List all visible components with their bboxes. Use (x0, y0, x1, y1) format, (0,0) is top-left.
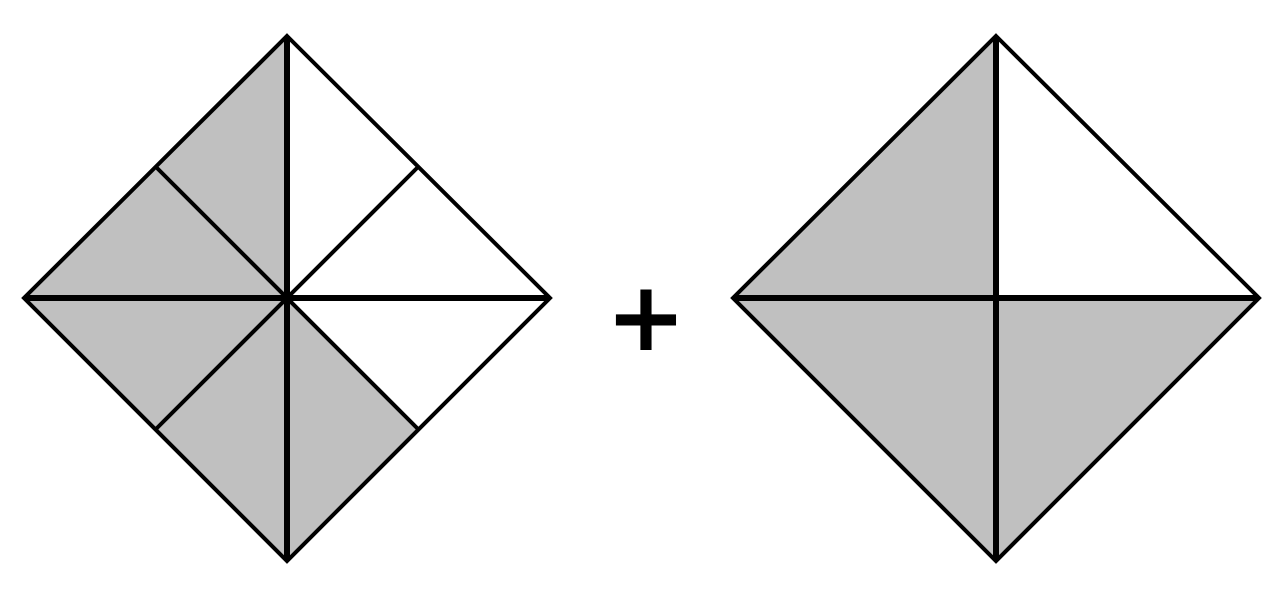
sector-right-bottom (287, 298, 550, 429)
right-diamond (730, 33, 1262, 564)
sector-top-left (156, 36, 287, 298)
plus-operator: + (606, 261, 686, 373)
sector-left-bottom (24, 298, 287, 429)
sector-bottom-left (156, 298, 287, 561)
sector-top-right (287, 36, 418, 298)
left-diamond (21, 33, 553, 564)
right-diamond-outline (730, 33, 1262, 564)
sector-bottom-right (287, 298, 418, 561)
sector-right-top (287, 167, 550, 298)
left-diamond-outline (21, 33, 553, 564)
sector-left-top (24, 167, 287, 298)
